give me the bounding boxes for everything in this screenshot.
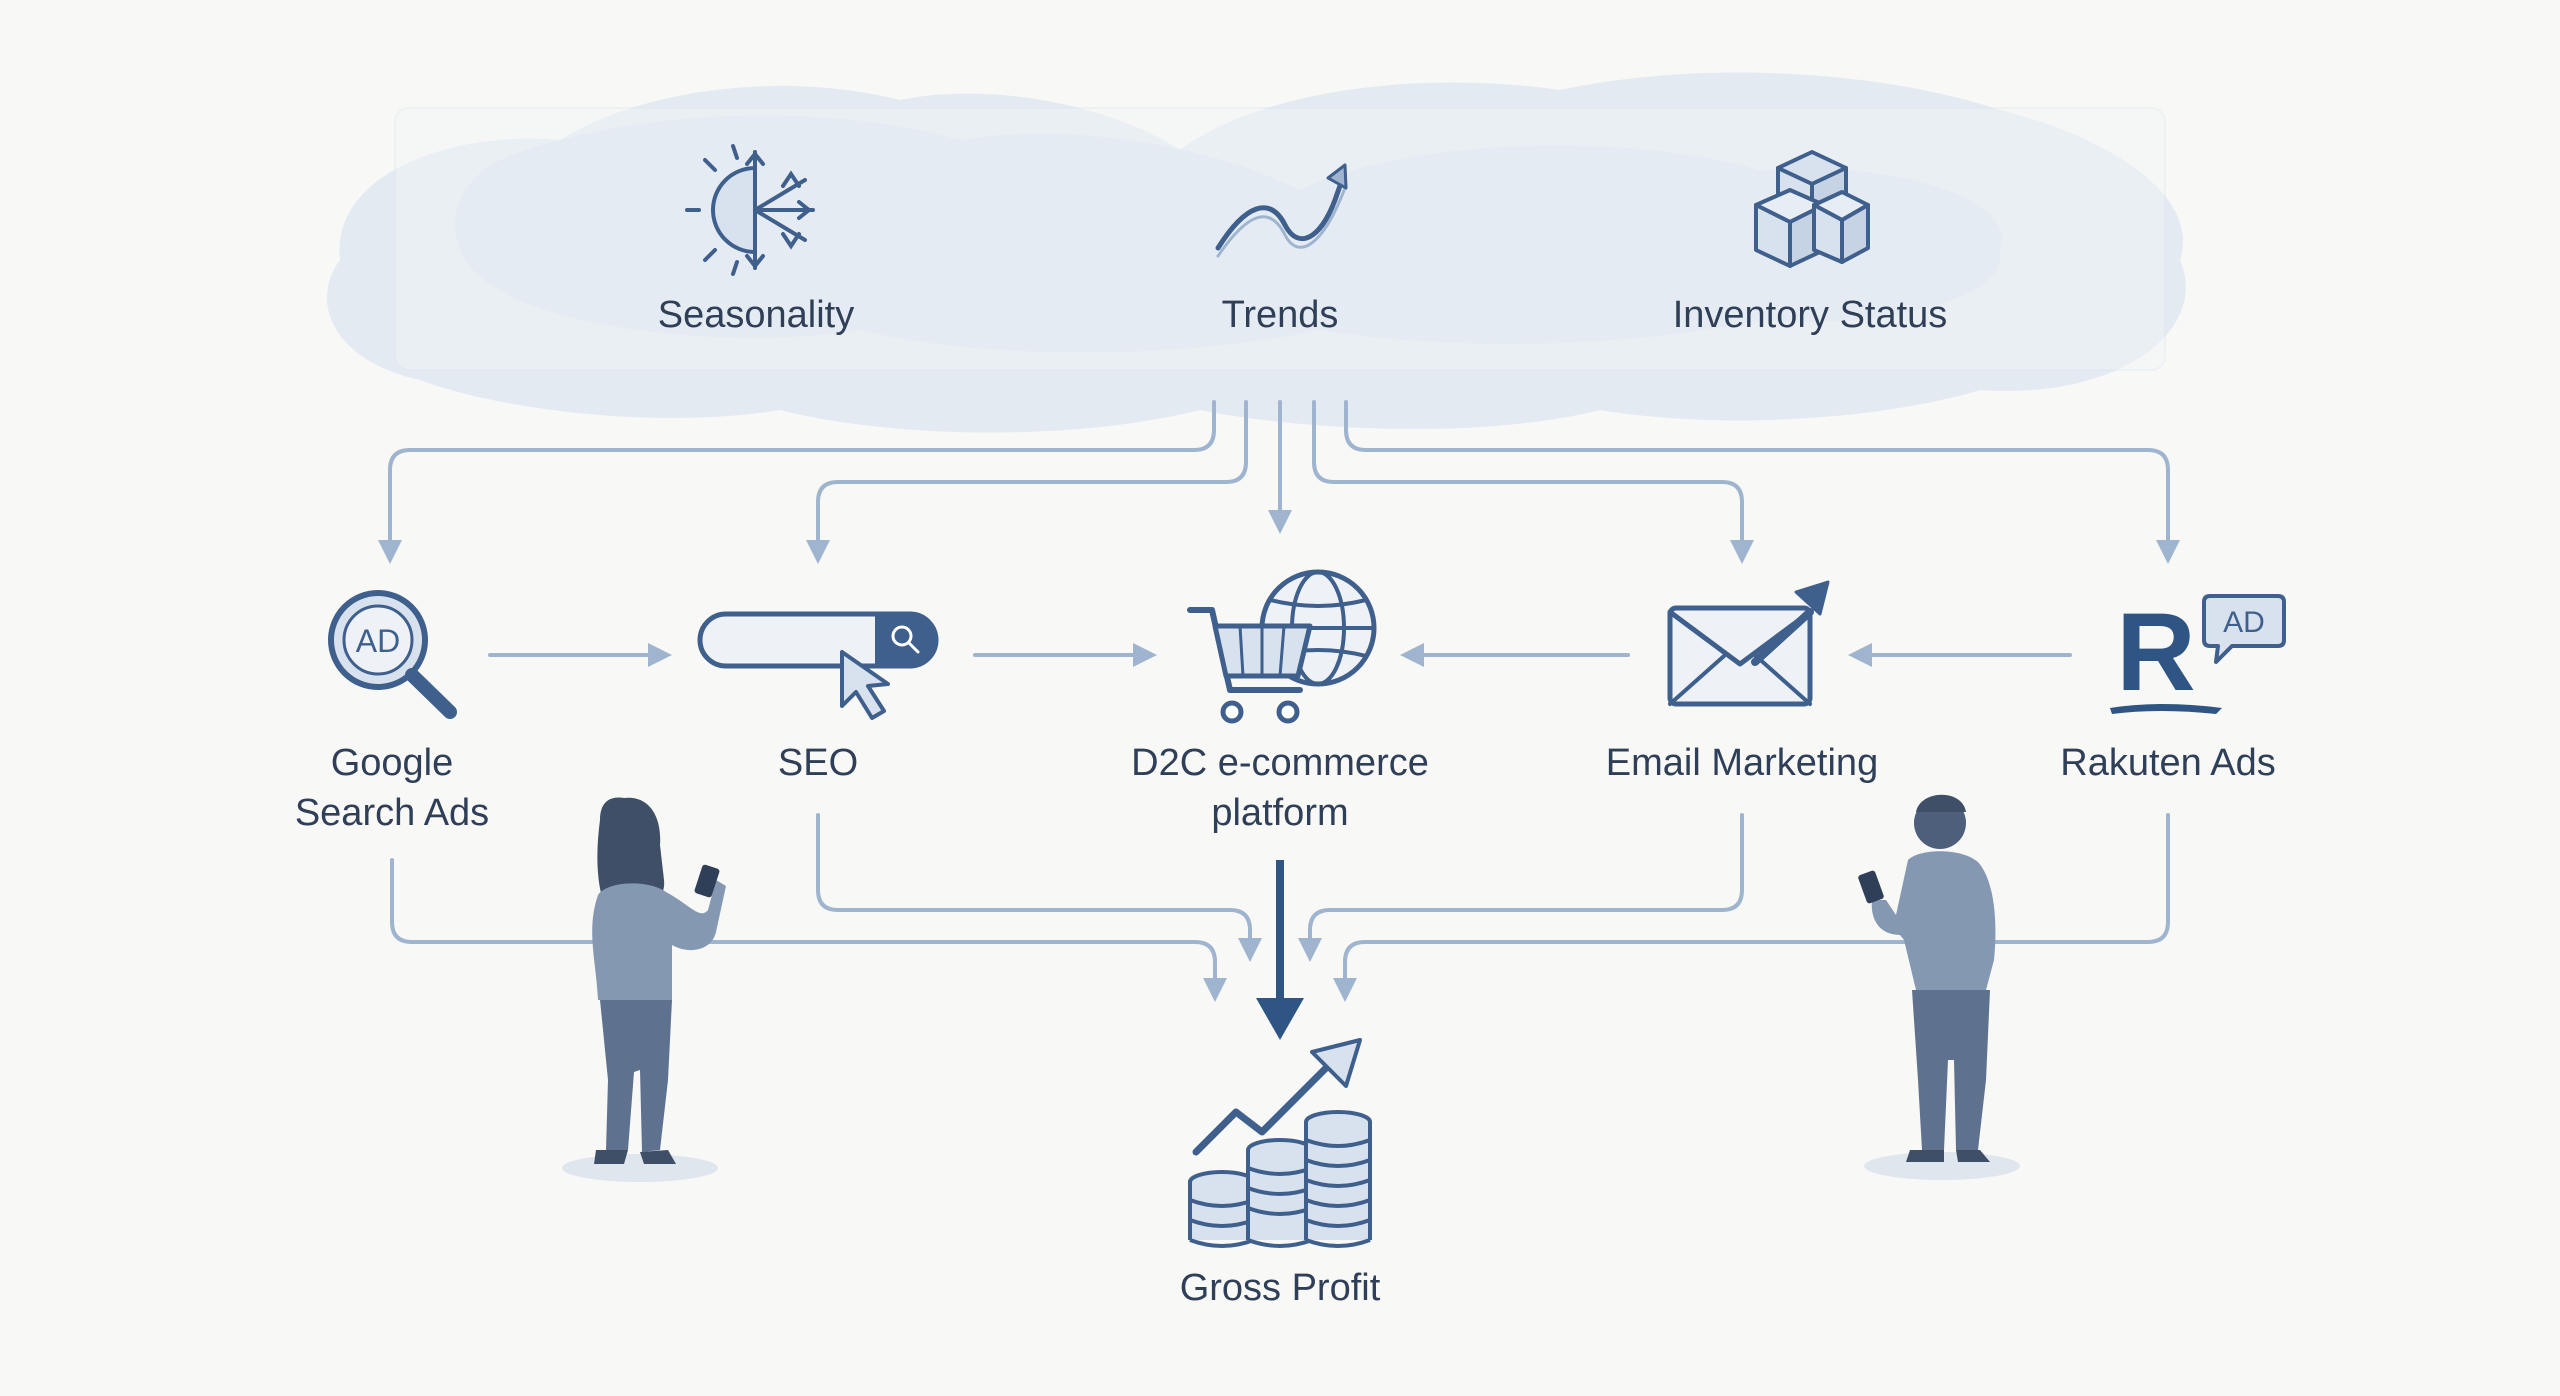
stacked-boxes-icon bbox=[1754, 150, 1870, 268]
main-profit-arrow bbox=[1256, 860, 1304, 1040]
channel-label-google-line1: Google bbox=[331, 742, 454, 784]
rakuten-ad-icon: R AD bbox=[2110, 591, 2286, 714]
envelope-arrow-icon bbox=[1667, 580, 1830, 707]
rakuten-logo-letter: R bbox=[2116, 591, 2195, 714]
rakuten-ad-badge-text: AD bbox=[2223, 606, 2265, 639]
channel-label-d2c-line1: D2C e-commerce bbox=[1131, 742, 1429, 784]
channel-label-seo: SEO bbox=[778, 742, 858, 784]
context-label-trends: Trends bbox=[1222, 294, 1339, 336]
context-label-inventory-status: Inventory Status bbox=[1673, 294, 1948, 336]
ad-magnifier-icon: AD bbox=[328, 590, 457, 719]
google-ad-badge-text: AD bbox=[356, 623, 400, 659]
converging-connectors bbox=[390, 813, 2170, 1002]
outcome-label-gross-profit: Gross Profit bbox=[1180, 1267, 1381, 1309]
sun-snowflake-icon bbox=[685, 144, 815, 276]
context-panel bbox=[326, 72, 2186, 433]
person-right-illustration bbox=[1858, 794, 2020, 1180]
channel-label-email: Email Marketing bbox=[1606, 742, 1878, 784]
coins-growth-icon bbox=[1188, 1038, 1372, 1248]
channel-label-rakuten: Rakuten Ads bbox=[2060, 742, 2275, 784]
search-bar-cursor-icon bbox=[697, 611, 939, 720]
channel-label-google-line2: Search Ads bbox=[295, 792, 489, 834]
person-left-illustration bbox=[562, 797, 726, 1182]
distribution-connectors bbox=[378, 400, 2180, 564]
cart-globe-icon bbox=[1187, 569, 1377, 724]
context-label-seasonality: Seasonality bbox=[658, 294, 854, 336]
channel-label-d2c-line2: platform bbox=[1211, 792, 1348, 834]
trend-arrow-icon bbox=[1215, 163, 1348, 258]
